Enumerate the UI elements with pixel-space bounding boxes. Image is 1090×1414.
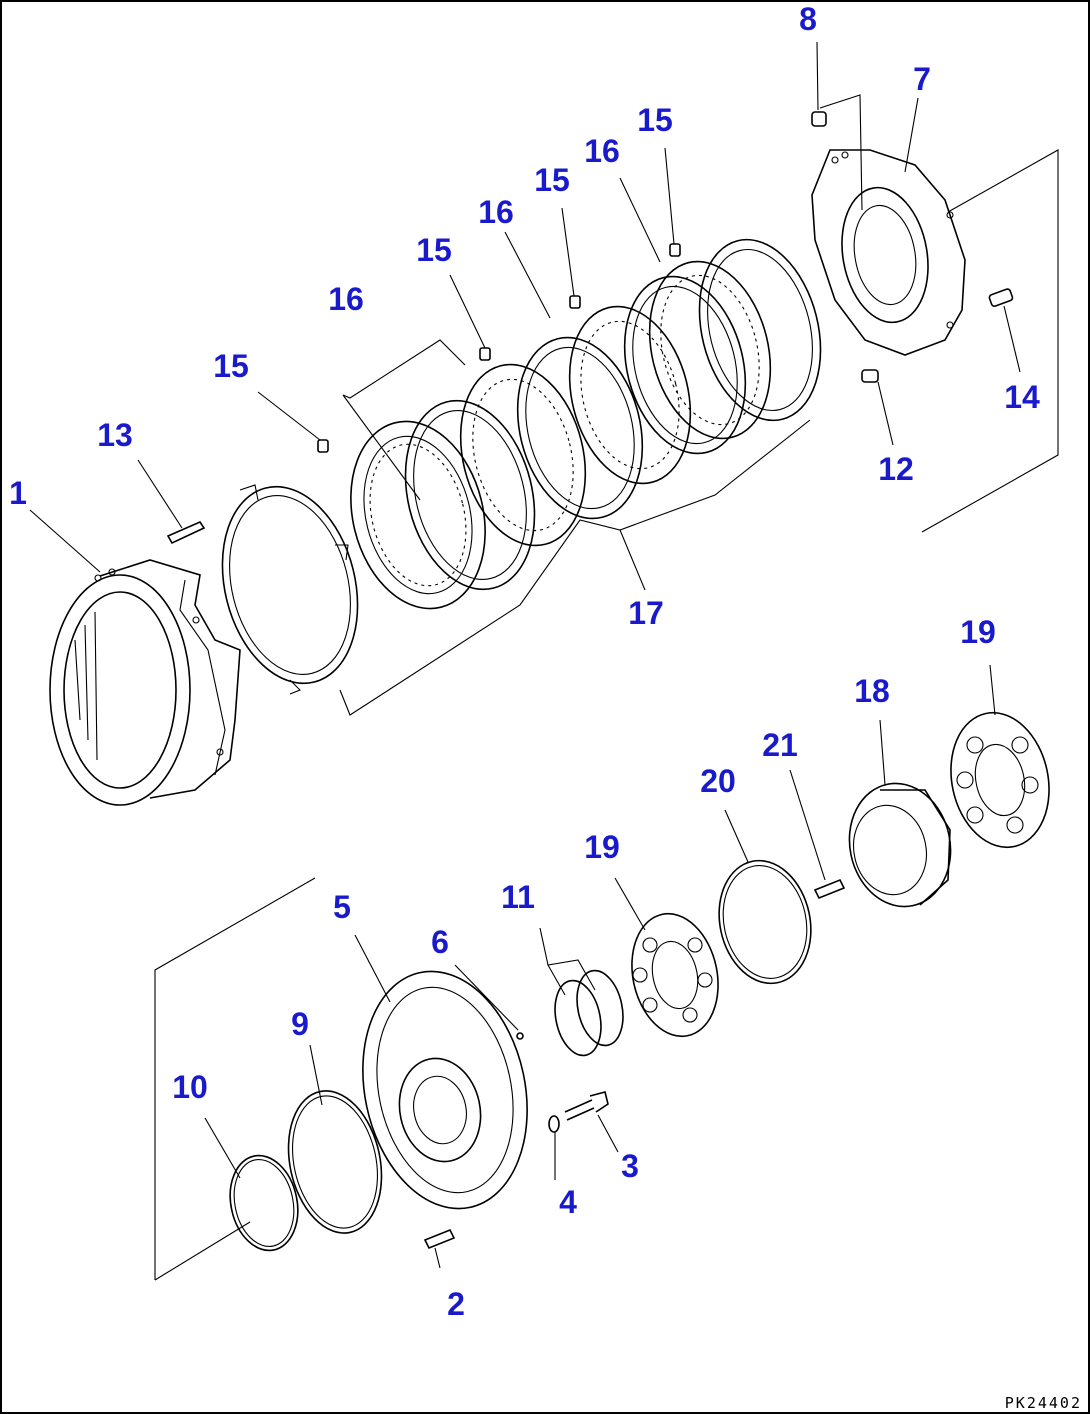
part-1-housing[interactable] [49,559,241,806]
callout-17: 17 [628,595,664,631]
part-13-pin[interactable] [166,520,206,545]
callout-12: 12 [878,451,914,487]
callout-16: 16 [584,133,620,169]
callout-11: 11 [501,879,535,915]
separator-plate[interactable] [607,264,763,467]
callout-19: 19 [960,614,996,650]
callout-16: 16 [328,281,364,317]
callout-4: 4 [559,1184,577,1220]
callout-9: 9 [291,1006,309,1042]
callout-3: 3 [621,1148,639,1184]
callout-21: 21 [762,727,798,763]
part-5-carrier[interactable] [342,956,548,1224]
callout-14: 14 [1004,379,1040,415]
part-4-washer[interactable] [548,1115,560,1133]
friction-disc-16-d[interactable] [632,249,788,452]
callout-20: 20 [700,763,736,799]
callout-15: 15 [637,102,673,138]
callout-15: 15 [534,162,570,198]
part-18-hub[interactable] [838,774,962,916]
part-6-ball[interactable] [516,1032,524,1040]
friction-disc-16-c[interactable] [552,294,708,497]
drawing-code: PK24402 [1005,1394,1082,1412]
part-11-rings[interactable] [549,966,630,1059]
part-9-ring[interactable] [276,1082,394,1242]
callout-1: 1 [9,475,27,511]
part-8-plug[interactable] [811,111,827,127]
part-20-ring[interactable] [708,852,822,992]
callout-19: 19 [584,829,620,865]
separator-plate[interactable] [203,472,378,698]
callout-15: 15 [416,232,452,268]
part-14-pin[interactable] [988,288,1014,308]
part-2-pin[interactable] [423,1228,456,1250]
part-7-cover[interactable] [811,149,966,356]
separator-plate[interactable] [387,387,554,603]
friction-disc-16-a[interactable] [332,407,504,623]
callout-6: 6 [431,924,449,960]
part-19-bearing-lower[interactable] [621,906,729,1045]
separator-plate[interactable] [681,227,838,434]
callout-8: 8 [799,1,817,37]
callout-10: 10 [172,1069,208,1105]
callout-2: 2 [447,1286,465,1322]
leader-lines [29,41,1059,1281]
callout-16: 16 [478,194,514,230]
separator-plate[interactable] [500,324,661,532]
callout-7: 7 [913,61,931,97]
callout-18: 18 [854,673,890,709]
callout-13: 13 [97,417,133,453]
part-12-plug[interactable] [861,369,879,383]
part-21-pin[interactable] [813,878,846,900]
callouts: 1 2 3 4 5 6 7 8 9 10 11 12 13 14 15 15 1… [9,1,1040,1322]
callout-15: 15 [213,348,249,384]
friction-disc-16-b[interactable] [443,351,604,559]
part-3-bolt[interactable] [564,1091,609,1121]
part-10-ring[interactable] [222,1149,307,1257]
part-19-bearing-upper[interactable] [939,704,1061,857]
callout-5: 5 [333,889,351,925]
